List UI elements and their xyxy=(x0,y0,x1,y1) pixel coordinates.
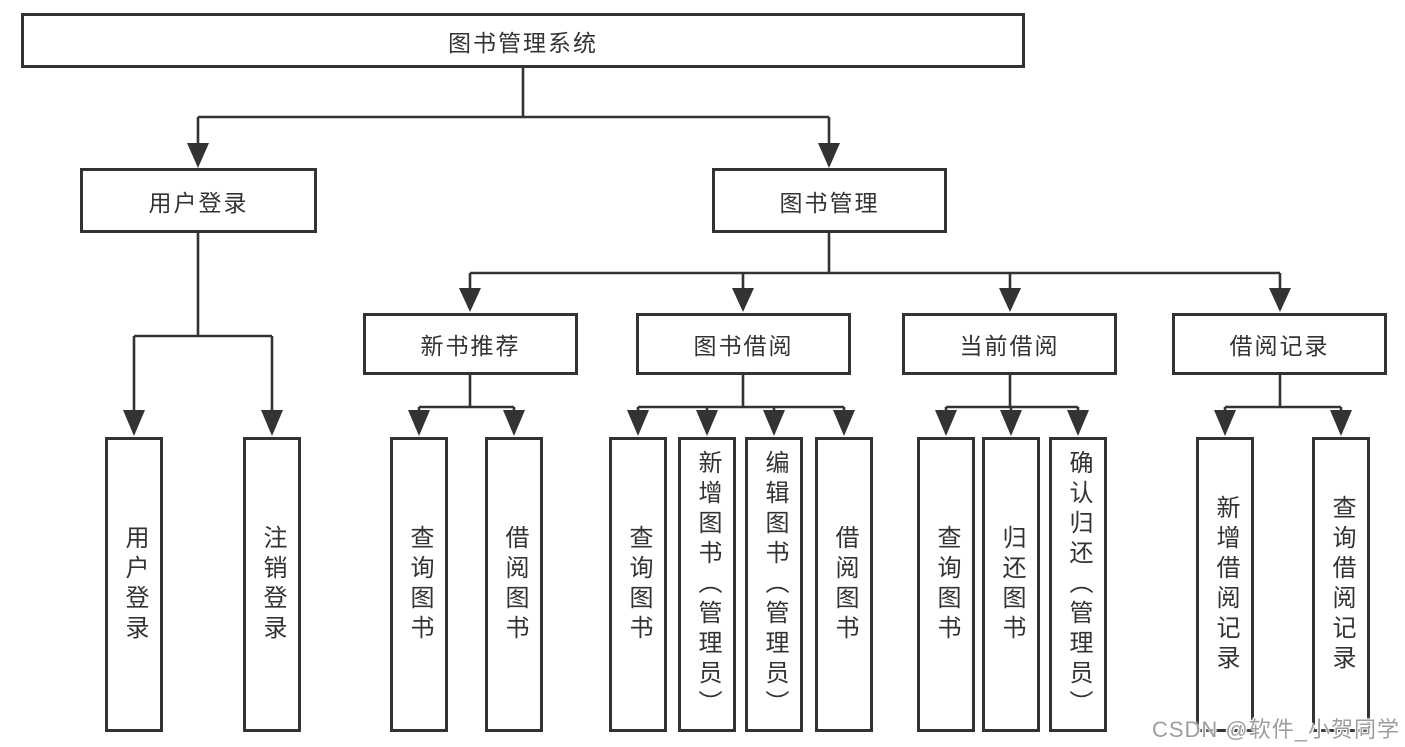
node-leaf-query-books-borrow: 查询图书 xyxy=(609,437,667,732)
node-label: 借阅图书 xyxy=(831,524,858,645)
node-leaf-add-borrow-record: 新增借阅记录 xyxy=(1196,437,1254,732)
node-leaf-user-login: 用户登录 xyxy=(105,437,163,732)
node-leaf-query-borrow-record: 查询借阅记录 xyxy=(1312,437,1370,732)
node-current-borrow: 当前借阅 xyxy=(902,313,1117,375)
node-label: 查询借阅记录 xyxy=(1328,494,1355,675)
csdn-watermark: CSDN @软件_小贺同学 xyxy=(1151,717,1400,742)
node-label: 查询图书 xyxy=(625,524,652,645)
node-book-management: 图书管理 xyxy=(712,168,947,233)
node-leaf-logout: 注销登录 xyxy=(243,437,301,732)
node-label: 新增图书（管理员） xyxy=(694,449,721,720)
node-user-login: 用户登录 xyxy=(80,168,317,233)
node-label: 借阅记录 xyxy=(1229,333,1330,359)
node-label: 新增借阅记录 xyxy=(1212,494,1239,675)
node-label: 归还图书 xyxy=(998,524,1025,645)
node-label: 图书管理 xyxy=(779,189,880,216)
node-label: 图书管理系统 xyxy=(448,29,598,56)
node-leaf-borrow-books-recommend: 借阅图书 xyxy=(485,437,543,732)
node-borrow-records: 借阅记录 xyxy=(1172,313,1387,375)
node-label: 用户登录 xyxy=(121,524,148,645)
node-label: 确认归还（管理员） xyxy=(1065,449,1092,720)
node-leaf-query-books-current: 查询图书 xyxy=(917,437,975,732)
node-label: 借阅图书 xyxy=(501,524,528,645)
node-label: 编辑图书（管理员） xyxy=(761,449,788,720)
node-label: 用户登录 xyxy=(148,189,249,216)
node-label: 查询图书 xyxy=(406,524,433,645)
node-new-book-recommend: 新书推荐 xyxy=(363,313,578,375)
node-leaf-borrow-books: 借阅图书 xyxy=(815,437,873,732)
node-leaf-confirm-return-admin: 确认归还（管理员） xyxy=(1049,437,1107,732)
node-leaf-query-books-recommend: 查询图书 xyxy=(390,437,448,732)
node-system-root: 图书管理系统 xyxy=(21,13,1025,68)
node-label: 当前借阅 xyxy=(959,333,1060,359)
node-leaf-add-books-admin: 新增图书（管理员） xyxy=(678,437,736,732)
node-label: 查询图书 xyxy=(933,524,960,645)
node-label: 新书推荐 xyxy=(420,333,521,359)
node-book-borrow: 图书借阅 xyxy=(636,313,851,375)
node-leaf-return-books: 归还图书 xyxy=(982,437,1040,732)
node-leaf-edit-books-admin: 编辑图书（管理员） xyxy=(745,437,803,732)
node-label: 图书借阅 xyxy=(693,333,794,359)
node-label: 注销登录 xyxy=(259,524,286,645)
